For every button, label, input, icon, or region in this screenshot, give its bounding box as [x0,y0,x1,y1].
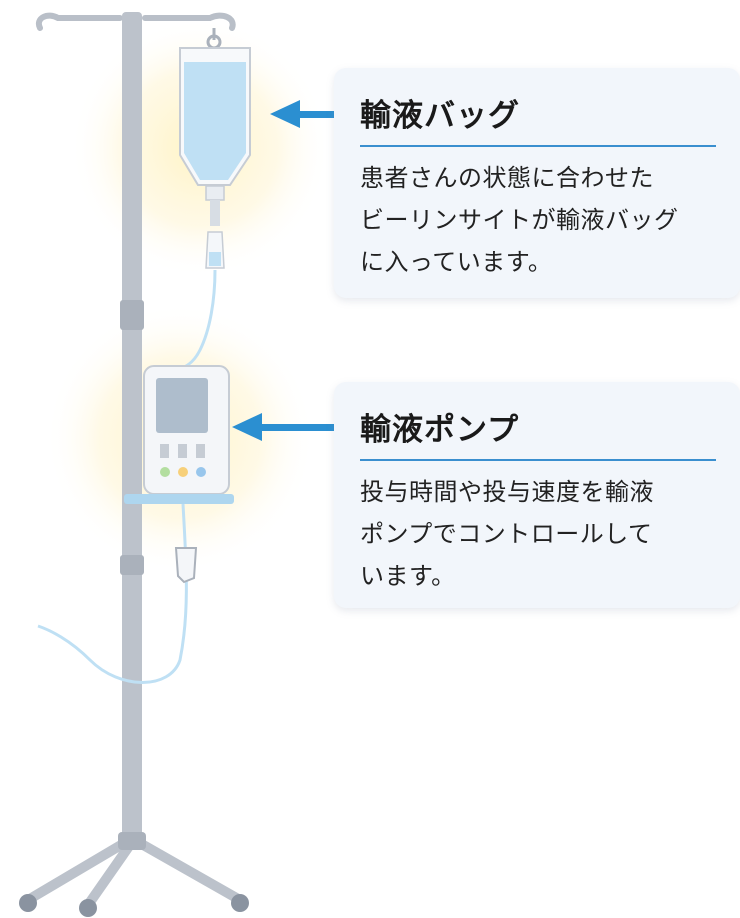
infusion-pump-description: 投与時間や投与速度を輸液 ポンプでコントロールして います。 [360,478,654,590]
infusion-bag-title: 輸液バッグ [360,90,716,147]
infusion-pump-title: 輸液ポンプ [360,404,716,461]
iv-pole [35,12,236,847]
iv-pole-base [19,832,249,917]
infusion-bag-callout: 輸液バッグ 患者さんの状態に合わせた ビーリンサイトが輸液バッグ に入っています… [334,68,740,298]
infusion-bag [179,28,251,269]
arrow-to-bag [270,100,334,128]
infusion-pump-callout: 輸液ポンプ 投与時間や投与速度を輸液 ポンプでコントロールして います。 [334,382,740,608]
arrow-to-pump [232,413,334,441]
infusion-pump-device [124,365,234,504]
infusion-bag-description: 患者さんの状態に合わせた ビーリンサイトが輸液バッグ に入っています。 [360,164,679,276]
tube-clamp [174,547,198,584]
